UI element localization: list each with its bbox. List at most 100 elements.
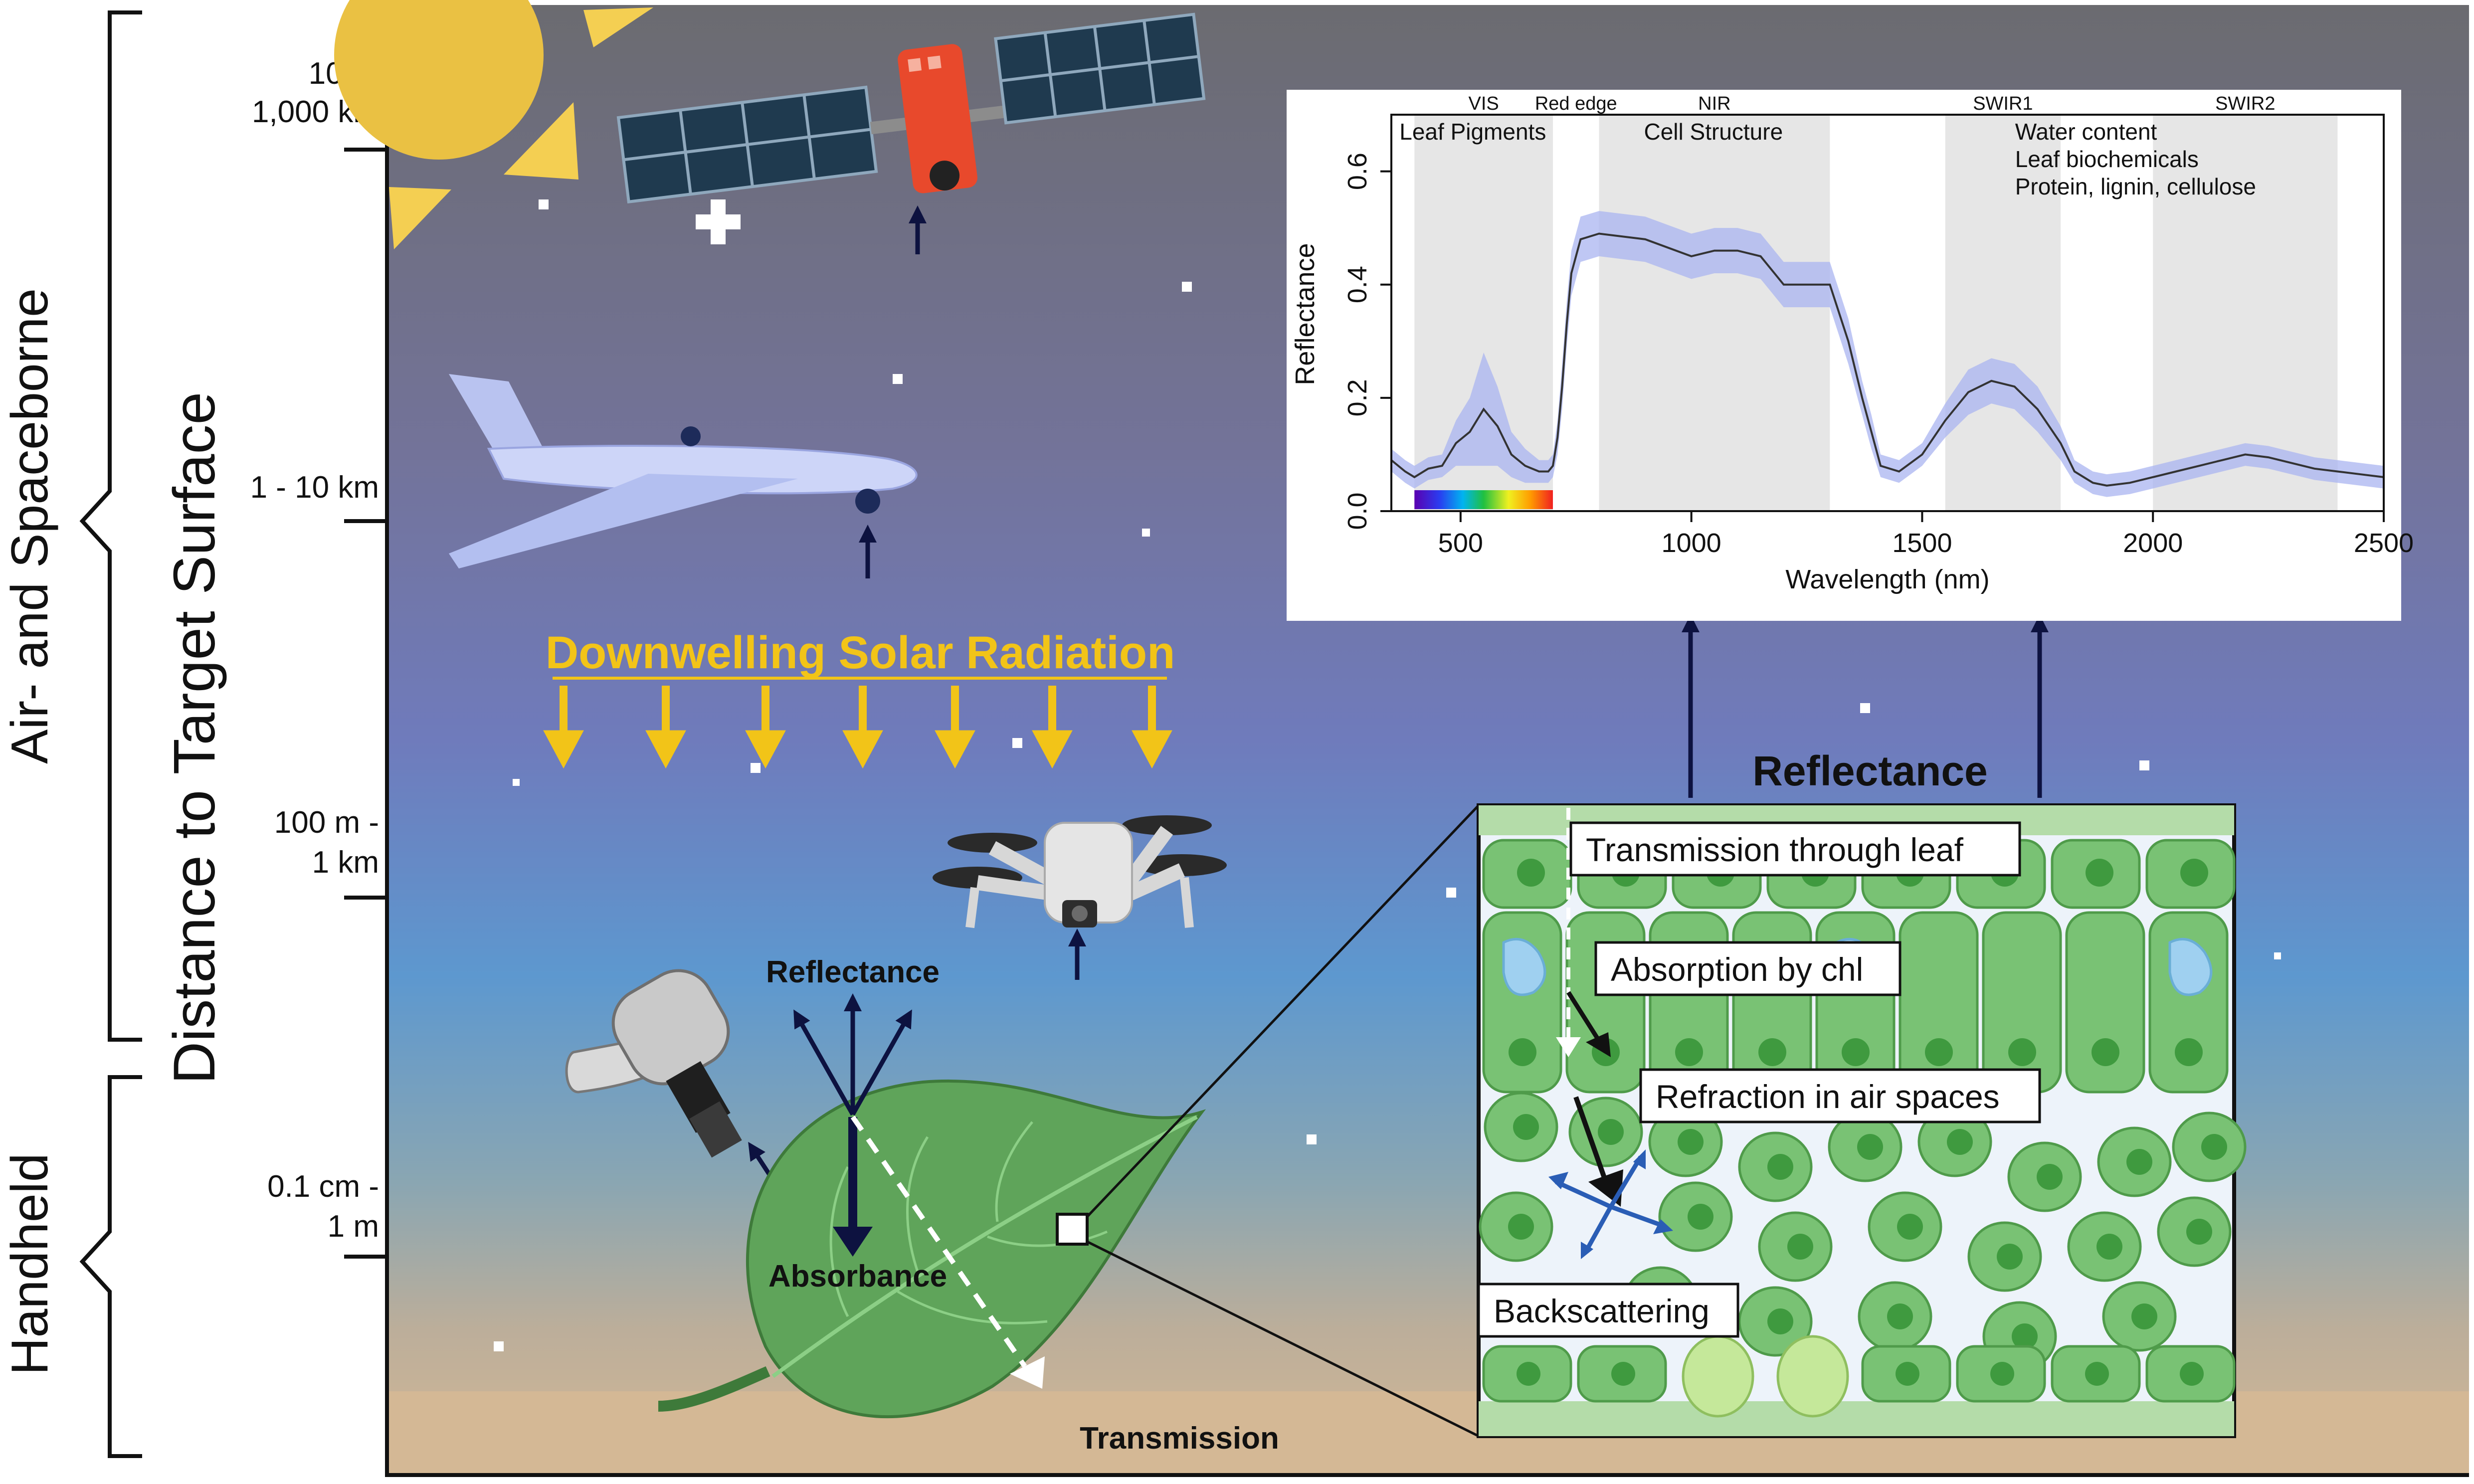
chloroplast <box>1675 1038 1703 1066</box>
region-name: SWIR1 <box>1973 93 2033 114</box>
chloroplast <box>2086 859 2113 887</box>
chloroplast <box>1997 1244 2023 1270</box>
chloroplast <box>2131 1303 2157 1329</box>
guard-cell <box>1682 1335 1754 1418</box>
region-description: Leaf Pigments <box>1399 119 1546 145</box>
chloroplast <box>1758 1038 1786 1066</box>
chloroplast <box>2096 1234 2122 1260</box>
x-tick-label: 1500 <box>1892 528 1952 558</box>
solar-arrows <box>543 686 1172 769</box>
y-tick-label: 0.4 <box>1342 266 1372 303</box>
handheld-label: Handheld <box>1 1153 59 1375</box>
plot-frame <box>1390 114 2385 512</box>
chloroplast <box>1513 1114 1539 1140</box>
chloroplast <box>1897 1214 1923 1240</box>
aircraft-icon <box>449 374 918 568</box>
scale-label: 1 m <box>328 1209 379 1244</box>
x-tick-label: 1000 <box>1662 528 1721 558</box>
solar-radiation-label: Downwelling Solar Radiation <box>546 627 1175 678</box>
inset-reflectance-title: Reflectance <box>1752 747 1988 794</box>
chloroplast <box>1887 1303 1913 1329</box>
chloroplast <box>1767 1308 1793 1334</box>
spectrum-uncertainty-band <box>1391 211 2384 497</box>
chloroplast <box>1611 1362 1635 1386</box>
reflectance-chart: VIS Leaf Pigments Red edge NIR Cell Structur… <box>1287 90 2414 621</box>
chloroplast <box>1896 1362 1919 1386</box>
absorption-label-box <box>1594 941 1902 996</box>
zoom-box <box>1056 1213 1089 1246</box>
chloroplast <box>2085 1362 2109 1386</box>
chloroplast <box>1787 1234 1813 1260</box>
chloroplast <box>2201 1134 2227 1160</box>
transmission-path-head <box>1556 1037 1581 1057</box>
spectrum-mean-line <box>1390 232 2384 487</box>
chloroplast <box>2092 1038 2119 1066</box>
region-band <box>1945 115 2061 511</box>
refraction-label: Refraction in air spaces <box>1656 1078 2000 1115</box>
leaf-reflectance-arrows <box>793 993 912 1116</box>
absorption-path <box>1566 991 1600 1041</box>
chloroplast <box>2037 1164 2063 1190</box>
region-name: SWIR2 <box>2215 93 2275 114</box>
zoom-connector <box>1086 804 1480 1218</box>
leaf-transmission-arrow <box>850 1115 1027 1368</box>
chloroplast <box>2126 1149 2152 1175</box>
x-tick-label: 500 <box>1438 528 1483 558</box>
leaf-transmission-label: Transmission <box>1080 1421 1279 1456</box>
leaf-transmission-arrowhead <box>1010 1356 1045 1389</box>
chloroplast <box>1767 1154 1793 1180</box>
y-tick-label: 0.2 <box>1342 379 1372 416</box>
backscatter-arrows <box>1548 1149 1673 1259</box>
x-tick-label: 2500 <box>2354 528 2414 558</box>
absorption-path-head <box>1586 1032 1611 1057</box>
vacuole <box>1502 937 1546 996</box>
scale-label: 1 - 10 km <box>250 470 379 505</box>
leaf-reflectance-label: Reflectance <box>766 955 940 989</box>
chloroplast <box>2180 1362 2204 1386</box>
spectrum-group <box>1390 211 2384 497</box>
stars <box>494 199 2281 1351</box>
leaf-absorbance-label: Absorbance <box>768 1259 947 1294</box>
chloroplast <box>2180 859 2208 887</box>
region-description: Leaf biochemicals <box>2015 146 2199 172</box>
chloroplast <box>1842 1038 1870 1066</box>
chloroplast <box>1857 1134 1883 1160</box>
x-tick-label: 2000 <box>2123 528 2183 558</box>
y-tick-label: 0.6 <box>1342 153 1372 190</box>
absorption-label: Absorption by chl <box>1611 951 1863 988</box>
region-name: Red edge <box>1535 93 1617 114</box>
region-description: Water content <box>2015 119 2157 145</box>
chloroplast <box>1517 1362 1540 1386</box>
region-name: VIS <box>1468 93 1499 114</box>
leaf-cross-section <box>1477 803 2247 1438</box>
scale-label: 1 km <box>312 845 379 880</box>
zoom-connector <box>1086 1240 1480 1438</box>
satellite-icon <box>616 12 1206 204</box>
region-name: NIR <box>1698 93 1730 114</box>
chloroplast <box>1517 859 1545 887</box>
region-description: Cell Structure <box>1644 119 1783 145</box>
transmission-label-box <box>1569 821 2021 877</box>
sun-icon <box>334 0 653 249</box>
chloroplast <box>2175 1038 2203 1066</box>
region-description: Protein, lignin, cellulose <box>2015 174 2256 199</box>
vacuole <box>2168 937 2213 996</box>
leaf-icon <box>658 1079 1206 1419</box>
transmission-label: Transmission through leaf <box>1586 831 1964 868</box>
chloroplast <box>2012 1323 2038 1349</box>
y-tick-label: 0.0 <box>1342 492 1372 530</box>
palisade-cell <box>2065 911 2145 1094</box>
chloroplast <box>1925 1038 1953 1066</box>
x-axis-label: Wavelength (nm) <box>1785 564 1989 594</box>
refraction-label-box <box>1639 1068 2041 1123</box>
airborne-brace <box>79 10 142 1042</box>
backscatter-label-box <box>1477 1283 1739 1338</box>
guard-cell <box>1776 1335 1849 1418</box>
distance-axis-title: Distance to Target Surface <box>162 392 227 1084</box>
visible-spectrum-bar <box>1414 490 1553 509</box>
chloroplast <box>1990 1362 2014 1386</box>
spectrometer-icon <box>565 969 742 1158</box>
drone-icon <box>933 815 1227 928</box>
chloroplast <box>1509 1038 1536 1066</box>
